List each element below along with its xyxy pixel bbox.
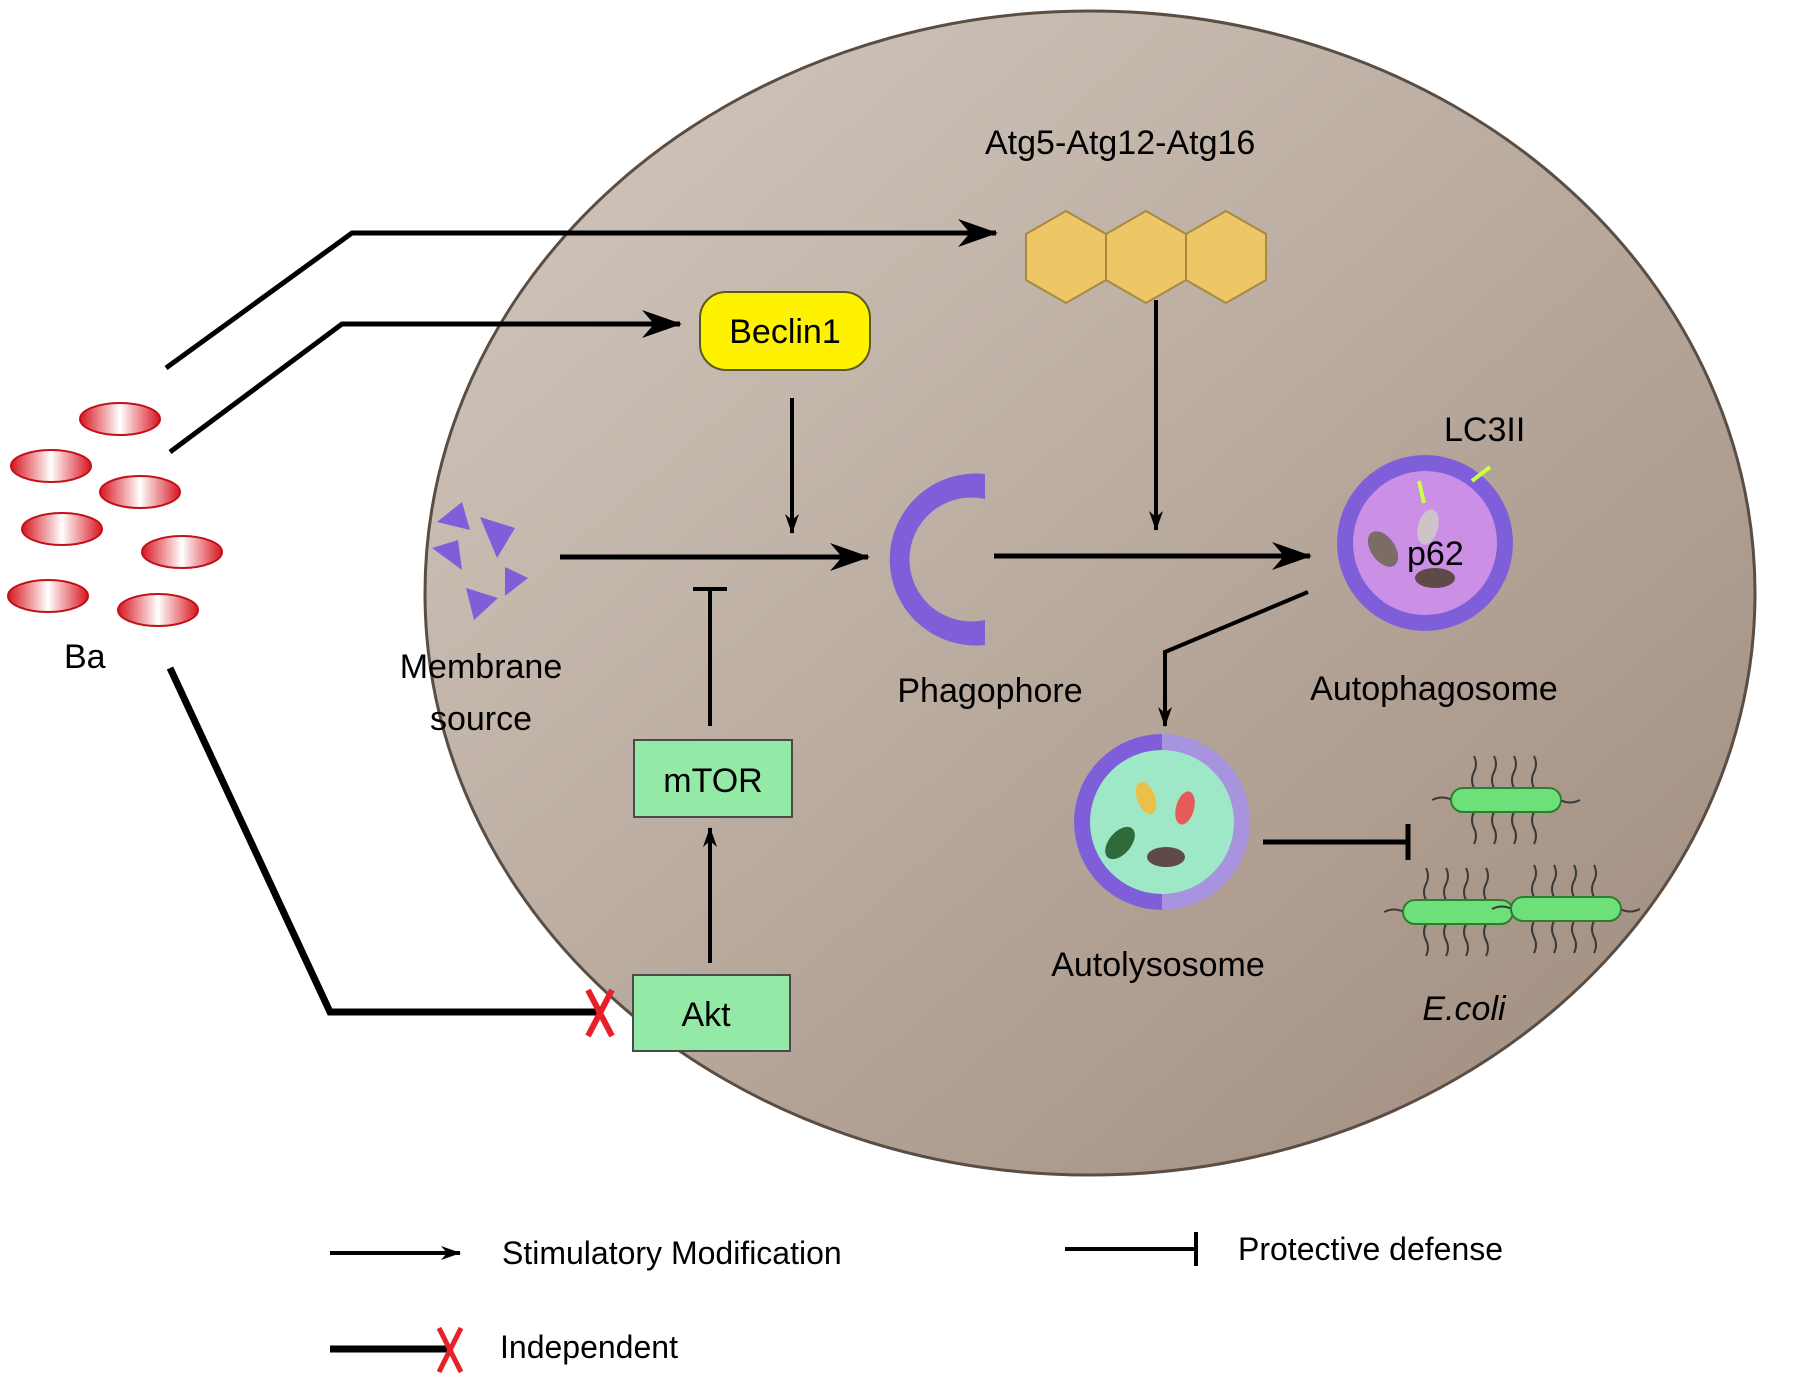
phagophore-icon: [889, 473, 985, 646]
ecoli-label: E.coli: [1422, 990, 1507, 1028]
ba-cell: [117, 593, 199, 627]
autophagosome-icon: [1337, 455, 1513, 631]
legend: Stimulatory Modification Protective defe…: [330, 1231, 1503, 1374]
independent-x-icon: [585, 988, 615, 1038]
membrane-label-line2: source: [430, 700, 532, 738]
ba-to-atg-arrow: [164, 219, 998, 371]
ba-bacteria: [7, 402, 223, 627]
autophagosome-label: Autophagosome: [1310, 670, 1558, 708]
phagophore-label: Phagophore: [897, 672, 1082, 710]
p62-label: p62: [1407, 535, 1464, 573]
atg-complex-hexagons: [1025, 209, 1267, 305]
membrane-source-icon: [432, 502, 528, 620]
mtor-box: [633, 739, 793, 818]
cell-body: [423, 9, 1757, 1177]
ba-cell: [10, 449, 92, 483]
ba-cell: [7, 579, 89, 613]
ba-to-akt-line: [166, 666, 603, 1016]
ba-cell: [99, 475, 181, 509]
akt-label: Akt: [681, 996, 731, 1034]
autolysosome-icon: [1074, 734, 1250, 910]
ecoli-bacteria: [1383, 755, 1641, 957]
lc3-label: LC3II: [1444, 411, 1525, 449]
ba-cell: [79, 402, 161, 436]
legend-protective-label: Protective defense: [1238, 1231, 1503, 1267]
autolysosome-label: Autolysosome: [1051, 946, 1265, 984]
autophagosome-to-autolysosome-arrow: [1158, 590, 1309, 727]
beclin-label: Beclin1: [729, 313, 841, 351]
membrane-label-line1: Membrane: [400, 648, 563, 686]
mtor-label: mTOR: [663, 762, 762, 800]
ba-cell: [21, 512, 103, 546]
legend-independent-label: Independent: [500, 1329, 678, 1365]
ecoli-cell: [1431, 755, 1581, 845]
ba-to-beclin-arrow: [168, 310, 682, 455]
ecoli-cell: [1491, 864, 1641, 954]
ba-label: Ba: [64, 638, 106, 676]
atg-label: Atg5-Atg12-Atg16: [985, 124, 1255, 162]
legend-stimulatory-label: Stimulatory Modification: [502, 1235, 842, 1271]
ba-cell: [141, 535, 223, 569]
legend-independent-x-icon: [436, 1326, 464, 1374]
akt-box: [632, 974, 791, 1052]
hexagon: [1185, 209, 1267, 305]
beclin-box: [699, 291, 871, 371]
